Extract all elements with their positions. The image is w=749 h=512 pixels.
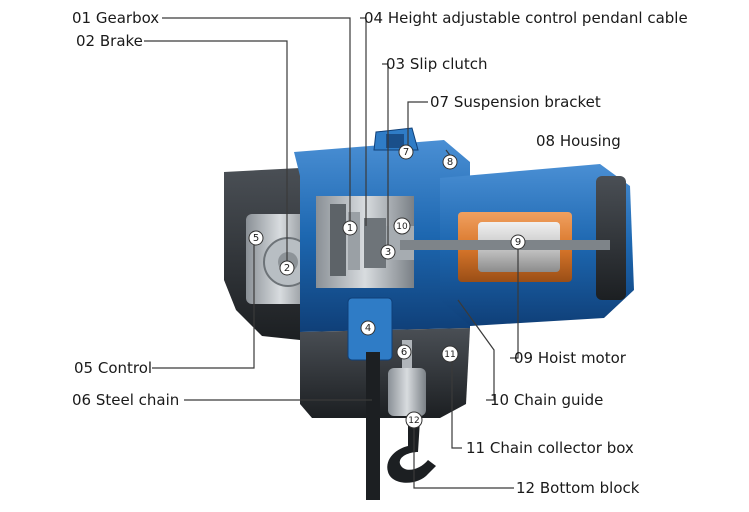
marker-4: 4	[365, 323, 371, 334]
label-steel-chain: 06 Steel chain	[72, 391, 180, 409]
label-chain-guide: 10 Chain guide	[490, 391, 604, 409]
marker-9: 9	[515, 237, 521, 248]
marker-8: 8	[447, 157, 453, 168]
motor-shaft	[400, 240, 610, 250]
marker-5: 5	[253, 233, 259, 244]
hook	[387, 420, 436, 483]
marker-2: 2	[284, 263, 290, 274]
marker-12: 12	[408, 416, 419, 426]
marker-3: 3	[385, 247, 391, 258]
label-suspension-bracket: 07 Suspension bracket	[430, 93, 601, 111]
marker-11: 11	[444, 350, 455, 360]
label-gearbox: 01 Gearbox	[72, 9, 160, 27]
steel-chain	[366, 340, 412, 500]
label-brake: 02 Brake	[76, 32, 143, 50]
marker-1: 1	[347, 223, 353, 234]
label-chain-collector-box: 11 Chain collector box	[466, 439, 634, 457]
label-bottom-block: 12 Bottom block	[516, 479, 640, 497]
marker-10: 10	[396, 222, 408, 232]
label-hoist-motor: 09 Hoist motor	[514, 349, 626, 367]
label-control: 05 Control	[74, 359, 153, 377]
label-slip-clutch: 03 Slip clutch	[386, 55, 488, 73]
bottom-block-body	[388, 368, 426, 416]
marker-7: 7	[403, 147, 409, 158]
marker-6: 6	[401, 347, 407, 358]
chain-collector-box	[300, 328, 470, 418]
label-control-pendant-cable: 04 Height adjustable control pendanl cab…	[364, 9, 688, 27]
label-housing: 08 Housing	[536, 132, 621, 150]
motor-end-cap	[596, 176, 626, 300]
leader-lines	[144, 17, 519, 489]
